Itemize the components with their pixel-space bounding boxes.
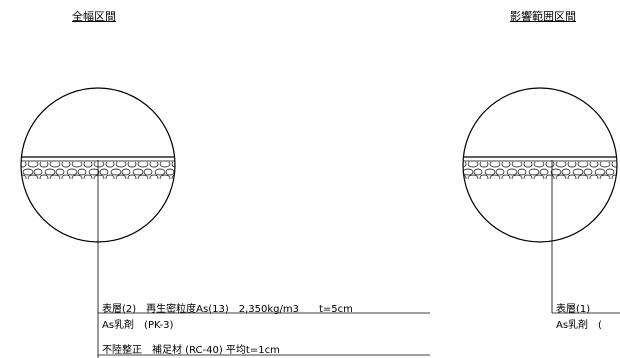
leader-line-left [97, 160, 430, 358]
leader-line-right [551, 160, 620, 314]
callout-emulsion: As乳剤 (PK-3) [102, 320, 174, 331]
callout-surface-layer: 表層(2) 再生密粒度As(13) 2,350kg/m3 t=5cm [102, 304, 353, 315]
section-title-affected-range: 影響範囲区間 [510, 10, 576, 23]
callout-emulsion-right: As乳剤 ( [556, 320, 602, 331]
detail-circle-right [462, 87, 618, 243]
section-title-full-width: 全幅区間 [72, 10, 116, 23]
base-gravel-layer [21, 162, 175, 179]
callout-surface-layer-right: 表層(1) [556, 304, 591, 315]
base-gravel-layer [463, 162, 617, 179]
callout-leveling: 不陸整正 補足材 (RC-40) 平均t=1cm [102, 345, 280, 356]
detail-circle-left [20, 87, 176, 243]
